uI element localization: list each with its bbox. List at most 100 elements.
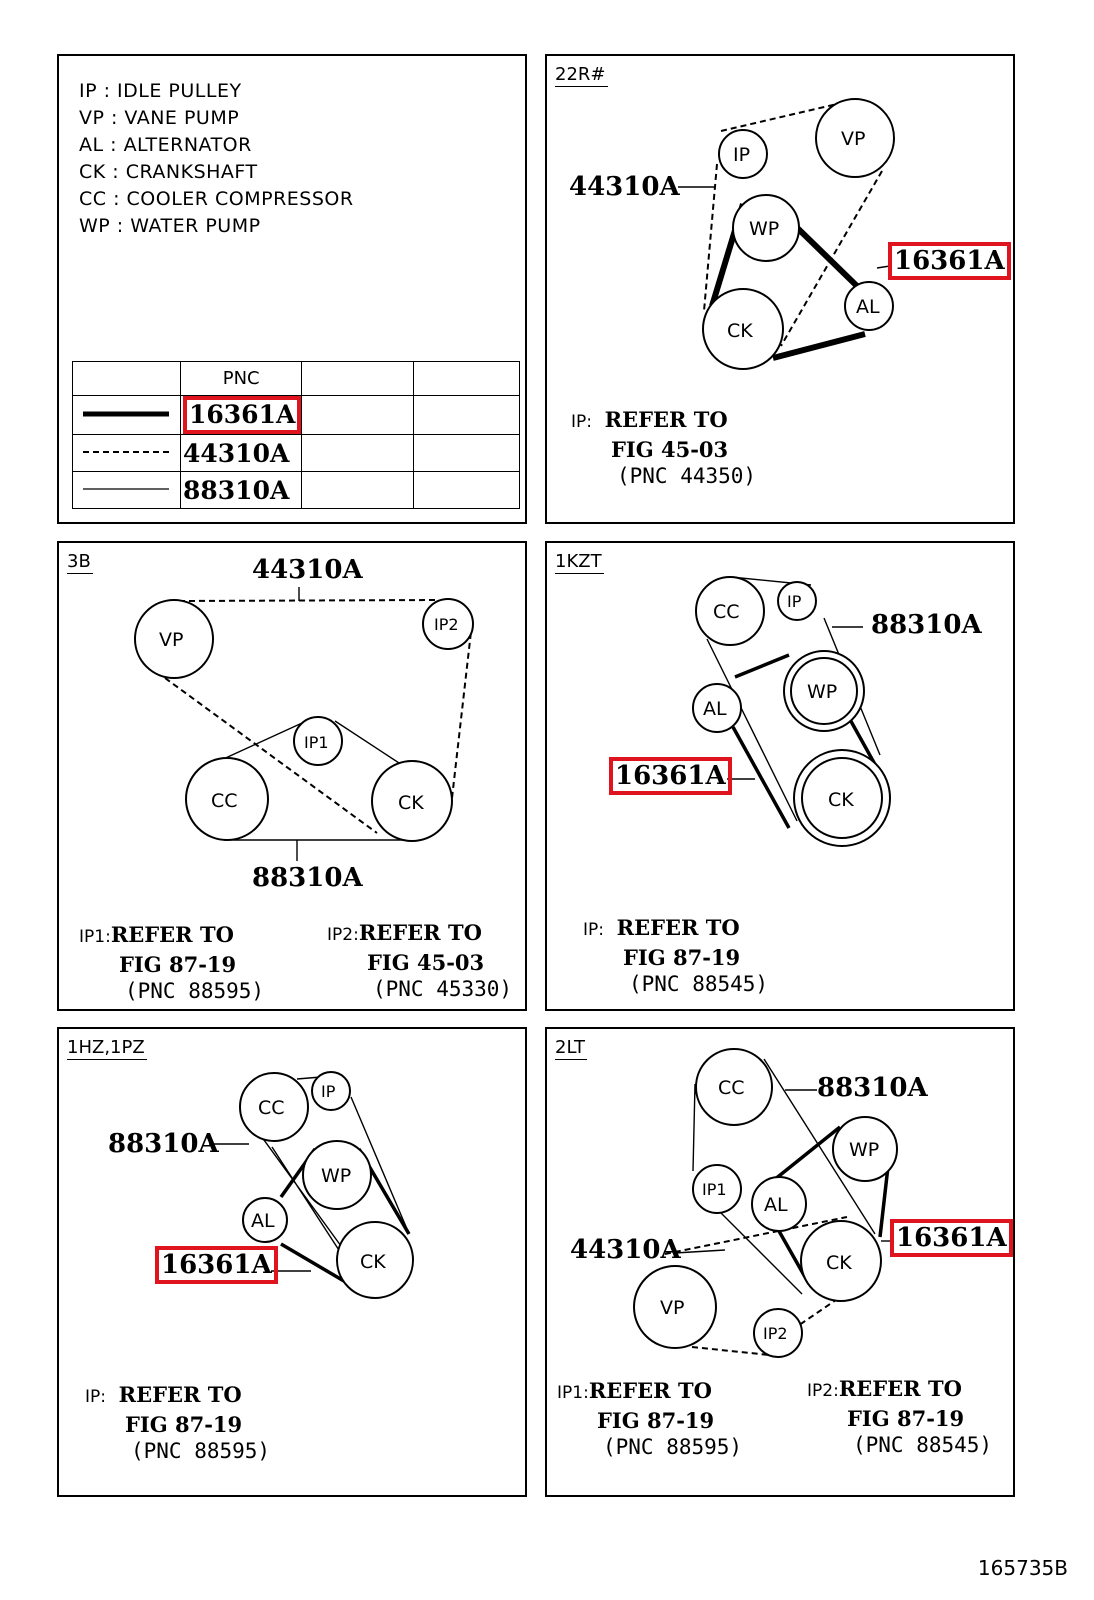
note-label: IP2: (327, 925, 359, 945)
engine-tag: 3B (67, 551, 93, 574)
code-88310a[interactable]: 88310A (817, 1073, 928, 1103)
note-label: IP: (571, 412, 592, 432)
pulley-ip (777, 581, 817, 621)
pulley-al (751, 1176, 807, 1232)
code-16361a-highlighted[interactable]: 16361A (888, 242, 1011, 280)
ip-reference-note: IP: REFER TO FIG 45-03 (PNC 44350) (571, 406, 756, 490)
note-line2: FIG 87-19 (125, 1412, 243, 1437)
figure-id: 165735B (977, 1556, 1068, 1580)
note-line2: FIG 87-19 (623, 945, 741, 970)
pnc-code-44310a[interactable]: 44310A (183, 438, 290, 468)
code-88310a[interactable]: 88310A (108, 1129, 219, 1159)
thin-solid-line-sample (83, 488, 169, 490)
belt-diagram-1hz: CC IP WP AL CK (209, 1071, 414, 1299)
label-cc: CC (211, 790, 238, 812)
pulley-ip2 (753, 1308, 803, 1358)
engine-tag: 1KZT (555, 551, 604, 574)
note-line3: (PNC 88595) (131, 1439, 271, 1463)
pnc-row: 44310A (72, 434, 521, 472)
pnc-table: PNC 16361A 44310A 88310A (72, 361, 521, 509)
ip-reference-note: IP: REFER TO FIG 87-19 (PNC 88595) (85, 1381, 270, 1465)
note-line2: FIG 87-19 (597, 1408, 715, 1433)
pulley-ck (371, 760, 453, 842)
diagram-1hz-1pz: CC IP WP AL CK 1HZ,1PZ 88310A 16361A IP:… (57, 1027, 527, 1497)
note-label: IP1: (557, 1383, 589, 1403)
ip2-reference-note: IP2:REFER TO FIG 87-19 (PNC 88545) (807, 1375, 992, 1459)
legend-panel: IP : IDLE PULLEY VP : VANE PUMP AL : ALT… (57, 54, 527, 524)
note-line3: (PNC 44350) (617, 464, 757, 488)
code-44310a[interactable]: 44310A (570, 1235, 681, 1265)
belt-diagram-22r: IP VP WP AL CK (678, 98, 895, 370)
label-al: AL (764, 1194, 788, 1216)
code-44310a[interactable]: 44310A (252, 555, 363, 585)
note-line1: REFER TO (604, 407, 728, 432)
label-ip2: IP2 (763, 1324, 788, 1343)
code-16361a-highlighted[interactable]: 16361A (609, 757, 732, 795)
leader-44310a (674, 1249, 726, 1254)
pulley-ip2 (422, 598, 474, 650)
code-16361a-highlighted[interactable]: 16361A (155, 1246, 278, 1284)
code-16361a-highlighted[interactable]: 16361A (890, 1219, 1013, 1257)
note-line3: (PNC 88595) (603, 1435, 743, 1459)
pnc-code-16361a[interactable]: 16361A (183, 396, 302, 434)
pulley-vp (815, 98, 895, 178)
label-al: AL (856, 296, 880, 318)
legend-al: AL : ALTERNATOR (79, 134, 252, 156)
pulley-wp-inner (790, 657, 858, 725)
pulley-al (844, 281, 894, 331)
code-88310a[interactable]: 88310A (252, 863, 363, 893)
ip1-reference-note: IP1:REFER TO FIG 87-19 (PNC 88595) (79, 921, 264, 1005)
label-wp: WP (807, 681, 837, 703)
engine-tag: 2LT (555, 1037, 587, 1060)
diagram-22r: IP VP WP AL CK 22R# 44310A 16361A IP: RE… (545, 54, 1015, 524)
pnc-header: PNC (179, 361, 303, 396)
pulley-ip1 (293, 716, 343, 766)
ip1-reference-note: IP1:REFER TO FIG 87-19 (PNC 88595) (557, 1377, 742, 1461)
label-cc: CC (258, 1097, 285, 1119)
pulley-al (692, 683, 742, 733)
thick-solid-line-sample (83, 411, 169, 417)
belt-88310a (692, 1058, 876, 1295)
engine-tag: 1HZ,1PZ (67, 1037, 147, 1060)
pulley-wp (732, 194, 800, 262)
abbreviation-legend: IP : IDLE PULLEY VP : VANE PUMP AL : ALT… (79, 78, 354, 240)
label-wp: WP (849, 1139, 879, 1161)
legend-vp: VP : VANE PUMP (79, 107, 240, 129)
label-ck: CK (826, 1252, 852, 1274)
legend-ip: IP : IDLE PULLEY (79, 80, 242, 102)
legend-ck: CK : CRANKSHAFT (79, 161, 258, 183)
pulley-ck (800, 1220, 882, 1302)
pnc-code-88310a[interactable]: 88310A (183, 475, 290, 505)
pnc-row: 16361A (72, 395, 521, 435)
belt-44310a (664, 1216, 850, 1357)
belt-diagram-3b: VP IP2 IP1 CC CK (134, 587, 474, 861)
note-line3: (PNC 88545) (853, 1433, 993, 1457)
diagram-1kzt: CC IP WP AL CK 1KZT 88310A 16361A IP: RE… (545, 541, 1015, 1011)
label-ck: CK (828, 789, 854, 811)
label-al: AL (703, 698, 727, 720)
label-ip: IP (321, 1082, 336, 1101)
pnc-row: 88310A (72, 471, 521, 509)
note-line2: FIG 45-03 (367, 950, 485, 975)
code-88310a[interactable]: 88310A (871, 610, 982, 640)
pulley-ip (311, 1071, 351, 1111)
code-44310a[interactable]: 44310A (569, 172, 680, 202)
pulley-ck (336, 1221, 414, 1299)
pulley-cc (695, 1048, 773, 1126)
label-ck: CK (727, 320, 753, 342)
pulley-ck (702, 288, 784, 370)
belt-diagram-1kzt: CC IP WP AL CK (692, 576, 891, 847)
belt-88310a (218, 717, 414, 841)
pulley-al (242, 1197, 288, 1243)
note-line1: REFER TO (838, 1376, 962, 1401)
label-ip: IP (733, 144, 750, 166)
note-line1: REFER TO (118, 1382, 242, 1407)
note-label: IP: (583, 920, 604, 940)
label-vp: VP (159, 629, 183, 651)
note-line1: REFER TO (358, 920, 482, 945)
ip-reference-note: IP: REFER TO FIG 87-19 (PNC 88545) (583, 914, 768, 998)
note-label: IP: (85, 1387, 106, 1407)
legend-cc: CC : COOLER COMPRESSOR (79, 188, 354, 210)
note-line1: REFER TO (588, 1378, 712, 1403)
pulley-ip1 (692, 1164, 742, 1214)
